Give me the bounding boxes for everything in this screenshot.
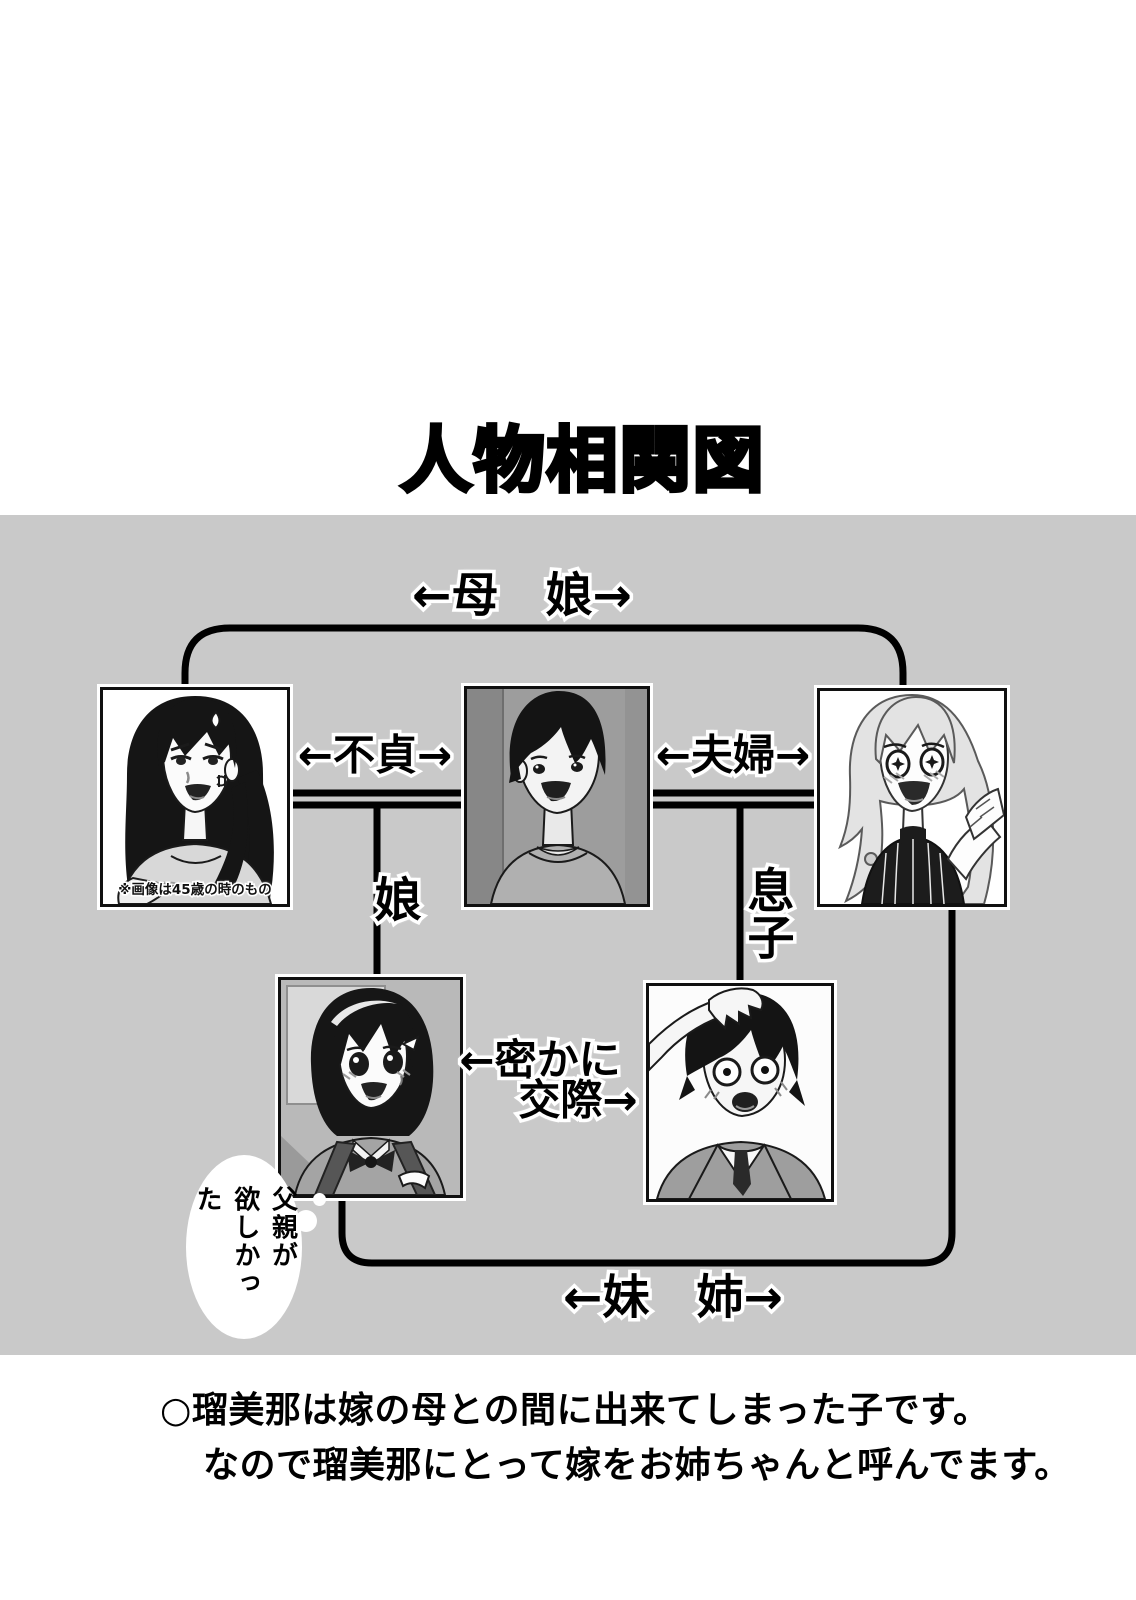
thought-bubble-column-1: 父親が (267, 1185, 298, 1270)
sisters-line (338, 909, 956, 1267)
mother-portrait: ※画像は45歳の時のもの (100, 687, 290, 907)
label-infidelity: ←不貞→ (294, 727, 455, 783)
label-secret-dating-2: 交際→ (515, 1072, 641, 1128)
father-portrait (464, 686, 650, 907)
mother-photo-caption: ※画像は45歳の時のもの (117, 881, 273, 900)
wife-portrait-art (820, 691, 1004, 904)
schoolboy-portrait-art (649, 986, 831, 1199)
thought-bubble-column-2: 欲しかった (192, 1185, 260, 1298)
thought-bubble-text: 父親が 欲しかった (187, 1186, 300, 1299)
schoolgirl-portrait (278, 977, 463, 1198)
relationship-lines (181, 624, 956, 1267)
mother-portrait-art (103, 690, 287, 904)
label-mother-daughter: ←母 娘→ (409, 565, 636, 627)
label-married-couple: ←夫婦→ (652, 727, 813, 783)
label-secret-dating-1: ←密かに (456, 1032, 624, 1088)
mother-daughter-line (181, 624, 907, 693)
label-son: 息子 (735, 863, 797, 964)
father-portrait-art (467, 689, 647, 904)
label-daughter: 娘 (371, 870, 425, 932)
footer-note-line-1: ○瑠美那は嫁の母との間に出来てしまった子です。 (160, 1389, 990, 1431)
schoolgirl-portrait-art (281, 980, 460, 1195)
thought-bubble-dot-small (313, 1193, 326, 1206)
page-title: 人物相関図 (398, 417, 766, 504)
schoolboy-portrait (646, 983, 834, 1202)
thought-bubble-dot-large (295, 1210, 317, 1232)
footer-note-line-2: なので瑠美那にとって嫁をお姉ちゃんと呼んでます。 (203, 1444, 1071, 1486)
label-sisters: ←妹 姉→ (560, 1267, 787, 1329)
wife-portrait (817, 688, 1007, 907)
diagram-panel: ※画像は45歳の時のもの (0, 515, 1136, 1355)
thought-bubble (186, 1155, 302, 1339)
